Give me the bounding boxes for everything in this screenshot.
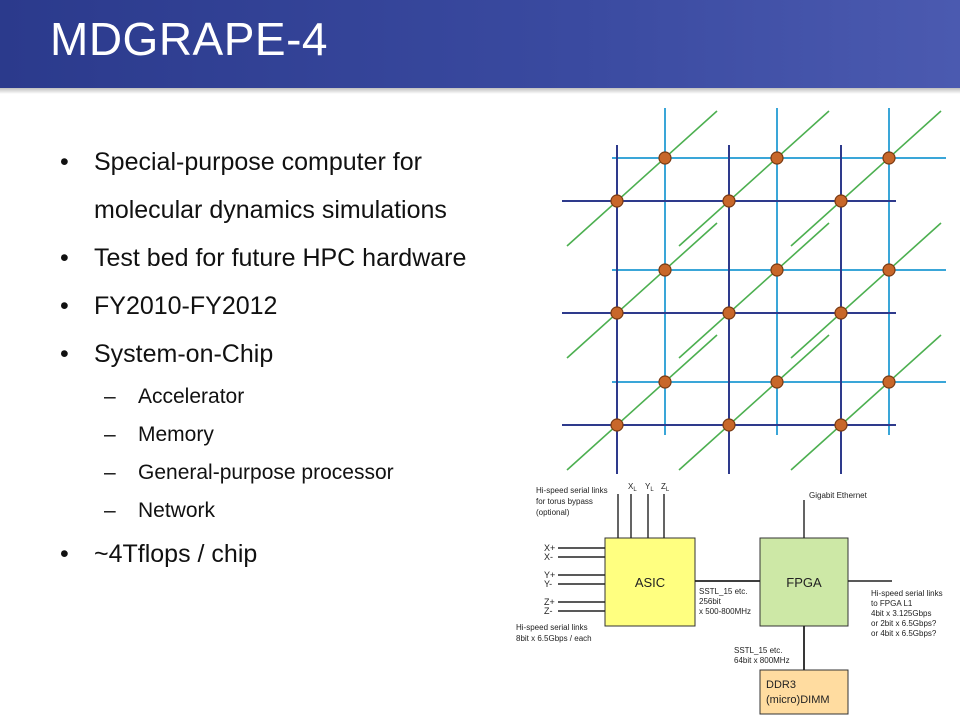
ddr-link-label: SSTL_15 etc. <box>734 646 782 655</box>
bullet-item: Test bed for future HPC hardware <box>60 234 600 282</box>
sub-bullet-item: –Network <box>60 492 600 530</box>
torus-bypass-label: for torus bypass <box>536 497 593 506</box>
bullet-dash: – <box>104 499 116 522</box>
grid-diagonal-line <box>566 222 718 359</box>
fpga-box <box>759 537 849 627</box>
bullet-dash: – <box>104 423 116 446</box>
bullet-item: FY2010-FY2012 <box>60 282 600 330</box>
sub-bullet-item: –General-purpose processor <box>60 454 600 492</box>
fpga-serial-label: or 2bit x 6.5Gbps? <box>871 619 937 628</box>
block-diagram-panel <box>508 474 960 720</box>
grid-diagonal-line <box>790 110 942 247</box>
fpga-label: FPGA <box>786 575 822 590</box>
grid-diagonal-line <box>566 110 718 247</box>
bullet-dash: – <box>104 461 116 484</box>
bullet-text: Accelerator <box>138 385 245 408</box>
xyz-label: ZL <box>661 482 670 493</box>
grid-diagonal-line <box>790 334 942 471</box>
grid-node <box>882 263 896 277</box>
grid-node <box>770 375 784 389</box>
torus-grid <box>562 108 946 478</box>
port-label: Z+ <box>544 597 555 607</box>
grid-node <box>610 194 624 208</box>
slide-title: MDGRAPE-4 <box>50 13 328 65</box>
asic-fpga-link-label: SSTL_15 etc. <box>699 587 747 596</box>
bullet-list: Special-purpose computer for molecular dy… <box>60 138 600 578</box>
bullet-item: ~4Tflops / chip <box>60 530 600 578</box>
sub-bullet-item: –Accelerator <box>60 378 600 416</box>
fpga-serial-label: 4bit x 3.125Gbps <box>871 609 931 618</box>
bullet-item: System-on-Chip <box>60 330 600 378</box>
serial-links-label: Hi-speed serial links <box>516 623 588 632</box>
bullet-text: ~4Tflops / chip <box>94 540 258 568</box>
fpga-serial-label: Hi-speed serial links <box>871 589 943 598</box>
bullet-text: Memory <box>138 423 214 446</box>
grid-node <box>882 375 896 389</box>
asic-box <box>604 537 696 627</box>
grid-node <box>770 151 784 165</box>
xyz-label: YL <box>645 482 654 493</box>
gigabit-label: Gigabit Ethernet <box>809 491 868 500</box>
ddr3-label: (micro)DIMM <box>766 694 830 706</box>
grid-node <box>722 306 736 320</box>
grid-node <box>658 151 672 165</box>
bullet-text: Network <box>138 499 216 522</box>
grid-node <box>722 194 736 208</box>
bullet-text: Test bed for future HPC hardware <box>94 244 467 272</box>
ddr3-box <box>759 669 849 715</box>
port-label: Y- <box>544 579 552 589</box>
grid-diagonal-line <box>678 334 830 471</box>
port-label: X- <box>544 552 553 562</box>
ddr3-label: DDR3 <box>766 679 796 691</box>
xyz-label: XL <box>628 482 637 493</box>
fpga-serial-label: to FPGA L1 <box>871 599 913 608</box>
grid-diagonal-line <box>678 110 830 247</box>
bullet-text: System-on-Chip <box>94 340 274 368</box>
port-label: X+ <box>544 543 555 553</box>
grid-node <box>722 418 736 432</box>
bullet-item: Special-purpose computer for molecular dy… <box>60 138 600 234</box>
grid-node <box>834 418 848 432</box>
grid-node <box>770 263 784 277</box>
asic-fpga-link-label: x 500-800MHz <box>699 607 751 616</box>
grid-node <box>610 418 624 432</box>
grid-node <box>882 151 896 165</box>
fpga-serial-label: or 4bit x 6.5Gbps? <box>871 629 937 638</box>
bullet-text: molecular dynamics simulations <box>94 196 447 224</box>
port-label: Z- <box>544 606 553 616</box>
grid-diagonal-line <box>790 222 942 359</box>
bullet-text: Special-purpose computer for <box>94 148 422 176</box>
title-bar: MDGRAPE-4 <box>0 0 960 94</box>
ddr-link-label: 64bit x 800MHz <box>734 656 790 665</box>
torus-bypass-label: (optional) <box>536 508 570 517</box>
grid-node <box>610 306 624 320</box>
grid-node <box>658 375 672 389</box>
bullet-text: General-purpose processor <box>138 461 394 484</box>
asic-fpga-link-label: 256bit <box>699 597 722 606</box>
grid-node <box>834 306 848 320</box>
grid-node <box>834 194 848 208</box>
asic-label: ASIC <box>635 575 665 590</box>
grid-diagonal-line <box>566 334 718 471</box>
bullet-dash: – <box>104 385 116 408</box>
bullet-text: FY2010-FY2012 <box>94 292 278 320</box>
port-label: Y+ <box>544 570 555 580</box>
grid-diagonal-line <box>678 222 830 359</box>
grid-node <box>658 263 672 277</box>
sub-bullet-item: –Memory <box>60 416 600 454</box>
torus-bypass-label: Hi-speed serial links <box>536 486 608 495</box>
serial-links-label: 8bit x 6.5Gbps / each <box>516 634 592 643</box>
